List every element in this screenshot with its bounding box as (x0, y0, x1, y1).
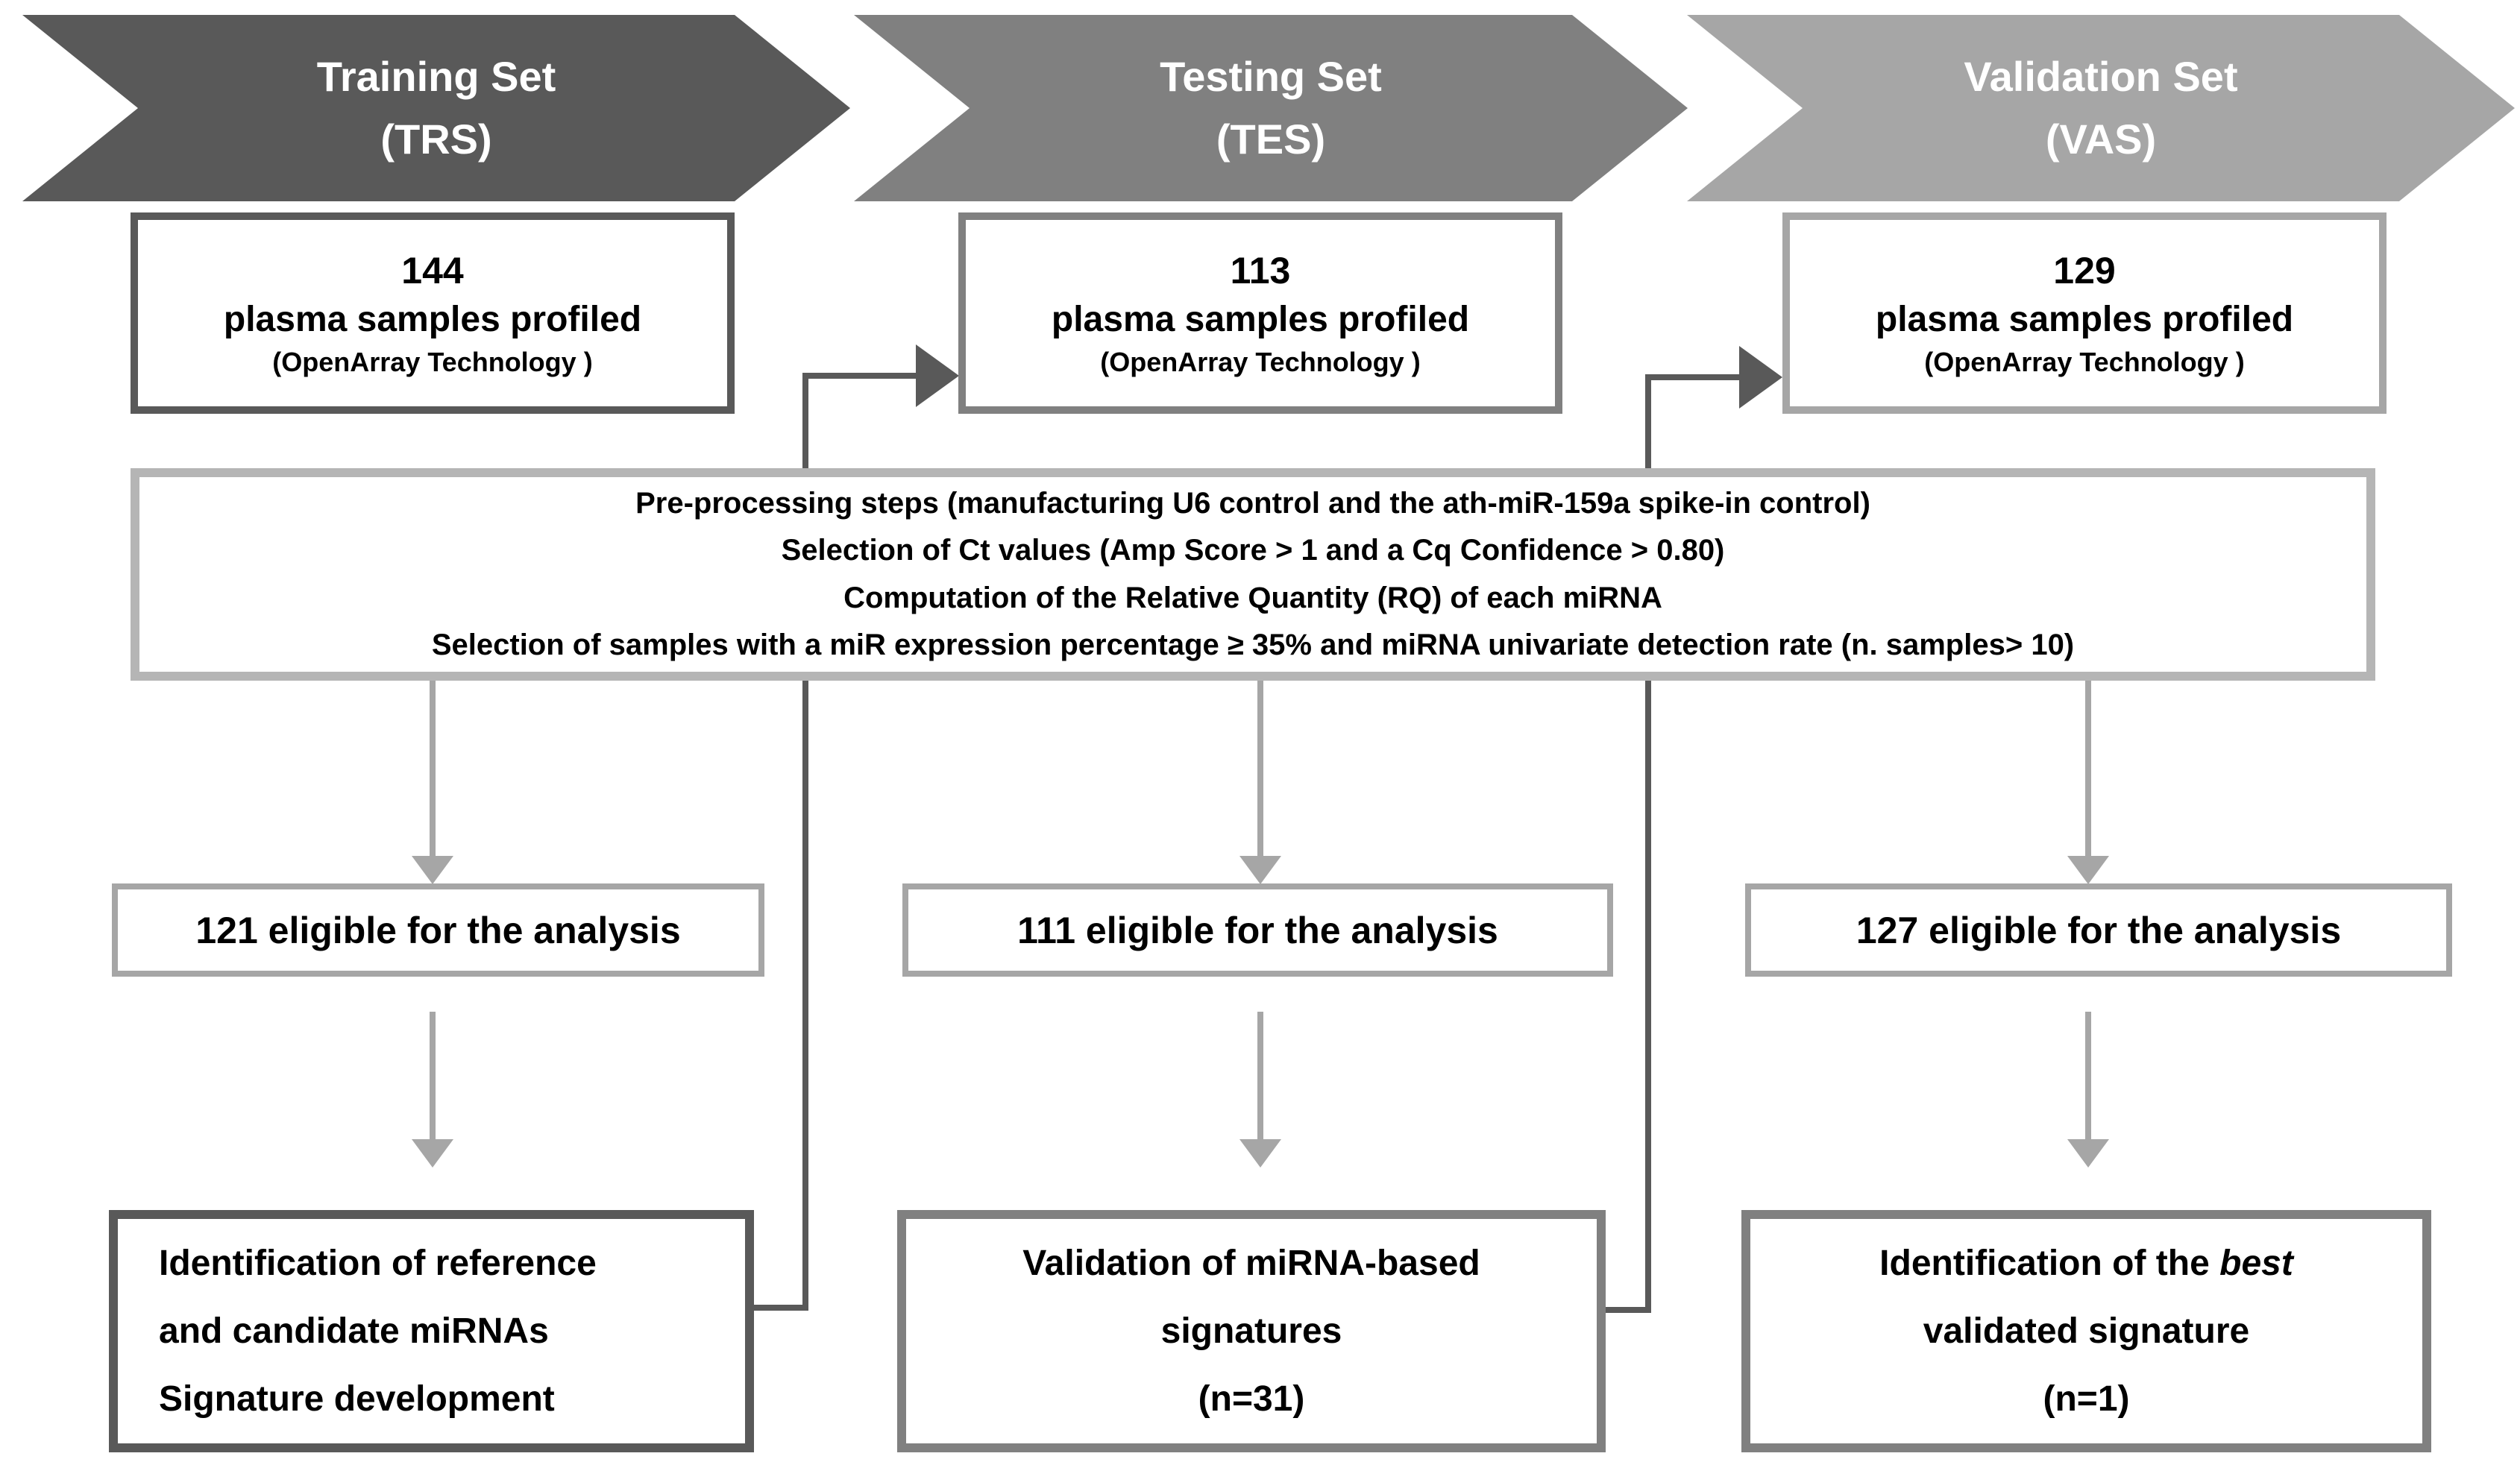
eligible-box-training: 121 eligible for the analysis (112, 883, 764, 977)
result-line-prefix: Identification of the (1879, 1243, 2220, 1283)
result-line: and candidate miRNAs (159, 1311, 549, 1351)
arrowhead-down-icon (412, 1139, 453, 1168)
connector-trs-result-to-tes-samples-top (802, 373, 916, 379)
sample-technology: (OpenArray Technology ) (1100, 346, 1421, 377)
connector-tes-result-to-vas-samples-top (1645, 374, 1739, 380)
arrow-eligible-to-result-2 (1257, 1012, 1263, 1141)
sample-count: 113 (1230, 249, 1291, 292)
header-title: Validation Set (1964, 53, 2238, 100)
eligible-text: 111 eligible for the analysis (1017, 909, 1498, 951)
arrow-preprocess-to-eligible-2 (1257, 681, 1263, 857)
samples-box-training: 144 plasma samples profiled (OpenArray T… (131, 212, 735, 414)
header-abbrev: (TRS) (380, 116, 492, 163)
result-line: (n=1) (2043, 1379, 2130, 1420)
sample-count: 144 (401, 249, 464, 292)
arrow-eligible-to-result-1 (430, 1012, 436, 1141)
arrowhead-right-icon (916, 344, 959, 407)
result-line: Signature development (159, 1379, 555, 1420)
connector-tes-result-to-vas-samples-bottom (1606, 1307, 1651, 1313)
arrowhead-down-icon (412, 856, 453, 884)
arrow-preprocess-to-eligible-3 (2085, 681, 2091, 857)
sample-label: plasma samples profiled (1875, 300, 2294, 340)
eligible-box-testing: 111 eligible for the analysis (902, 883, 1613, 977)
header-arrow-training-set: Training Set (TRS) (22, 15, 850, 201)
arrow-eligible-to-result-3 (2085, 1012, 2091, 1141)
result-box-training: Identification of reference and candidat… (109, 1210, 754, 1452)
result-line: Identification of the best (1750, 1229, 2422, 1297)
arrowhead-down-icon (1239, 856, 1281, 884)
preprocess-line-1: Pre-processing steps (manufacturing U6 c… (635, 487, 1870, 520)
sample-technology: (OpenArray Technology ) (1924, 346, 2245, 377)
result-line: signatures (1160, 1311, 1342, 1351)
preprocess-line-4: Selection of samples with a miR expressi… (431, 628, 2075, 661)
arrowhead-down-icon (1239, 1139, 1281, 1168)
preprocessing-steps-box: Pre-processing steps (manufacturing U6 c… (131, 468, 2375, 681)
connector-trs-result-to-tes-samples-bottom (754, 1305, 808, 1311)
eligible-text: 121 eligible for the analysis (195, 909, 681, 951)
header-abbrev: (TES) (1216, 116, 1326, 163)
header-arrow-validation-set: Validation Set (VAS) (1687, 15, 2515, 201)
connector-tes-result-to-vas-samples-vertical (1645, 377, 1651, 1310)
arrowhead-right-icon (1739, 346, 1782, 409)
sample-count: 129 (2053, 249, 2116, 292)
result-line: Validation of miRNA-based (1022, 1243, 1480, 1283)
arrowhead-down-icon (2067, 1139, 2109, 1168)
header-arrow-testing-set: Testing Set (TES) (854, 15, 1688, 201)
samples-box-validation: 129 plasma samples profiled (OpenArray T… (1782, 212, 2387, 414)
header-title: Testing Set (1160, 53, 1382, 100)
samples-box-testing: 113 plasma samples profiled (OpenArray T… (958, 212, 1562, 414)
sample-label: plasma samples profiled (1051, 300, 1470, 340)
header-title: Training Set (316, 53, 556, 100)
eligible-text: 127 eligible for the analysis (1856, 909, 2342, 951)
eligible-box-validation: 127 eligible for the analysis (1745, 883, 2452, 977)
result-box-testing: Validation of miRNA-based signatures (n=… (897, 1210, 1606, 1452)
sample-technology: (OpenArray Technology ) (272, 346, 593, 377)
preprocess-line-3: Computation of the Relative Quantity (RQ… (843, 581, 1662, 614)
result-line-emphasis: best (2219, 1243, 2293, 1283)
result-box-validation: Identification of the best validated sig… (1741, 1210, 2431, 1452)
result-line: (n=31) (1198, 1379, 1305, 1420)
preprocess-line-2: Selection of Ct values (Amp Score > 1 an… (781, 534, 1725, 567)
connector-trs-result-to-tes-samples-vertical (802, 375, 808, 1308)
result-line: validated signature (1923, 1311, 2250, 1351)
arrow-preprocess-to-eligible-1 (430, 681, 436, 857)
sample-label: plasma samples profiled (223, 300, 642, 340)
result-line: Identification of reference (159, 1243, 597, 1283)
arrowhead-down-icon (2067, 856, 2109, 884)
header-abbrev: (VAS) (2045, 116, 2157, 163)
